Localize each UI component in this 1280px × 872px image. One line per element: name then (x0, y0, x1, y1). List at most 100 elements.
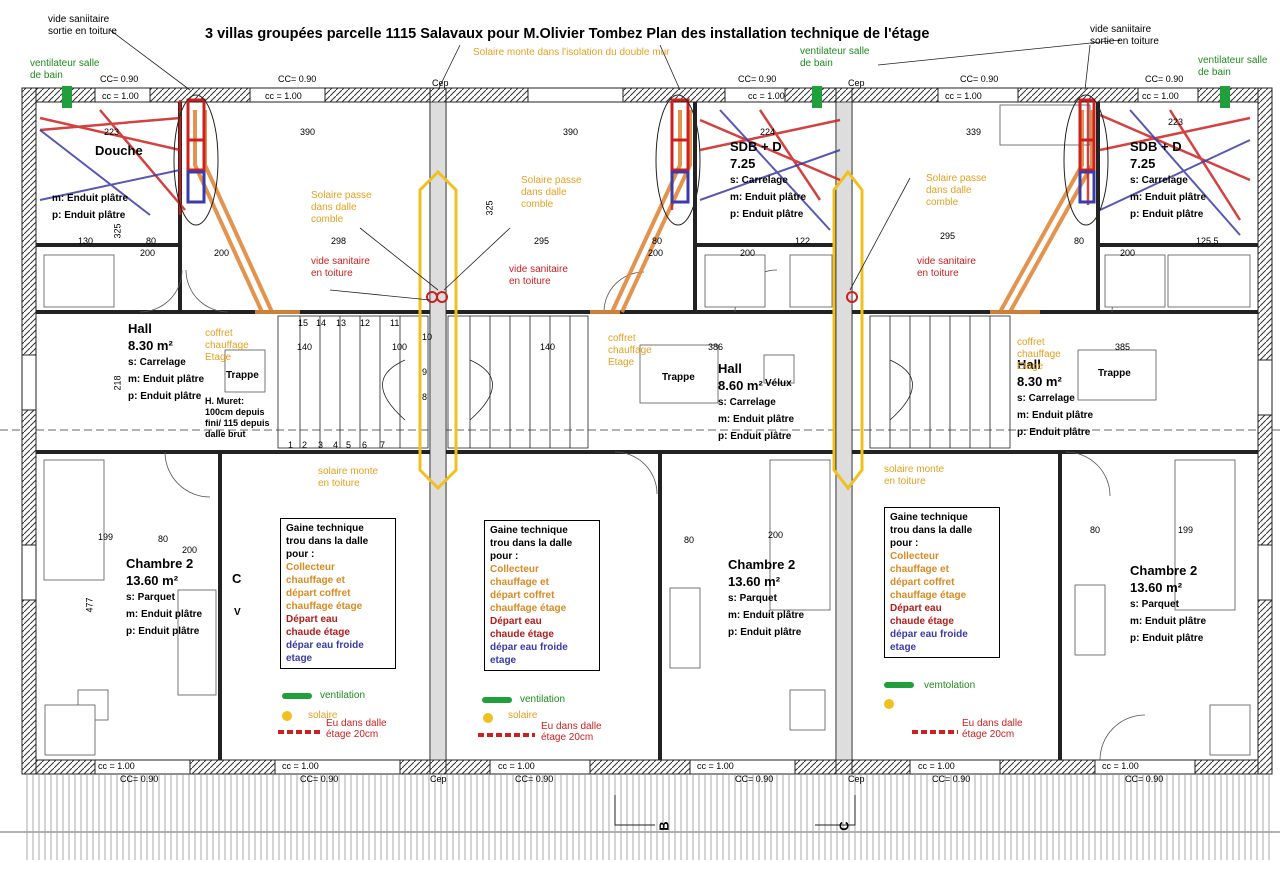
dimension: 80 (1074, 236, 1085, 246)
solaire-monte-note: solaire monte en toiture (318, 466, 379, 489)
cep-label: Cep (848, 78, 865, 88)
legend-eu: Eu dans dalle étage 20cm (326, 718, 387, 740)
trappe-label: Trappe (1098, 368, 1131, 379)
dimension: 199 (98, 532, 114, 542)
internal-walls (36, 102, 1258, 760)
dimension: 80 (1090, 525, 1101, 535)
room-hall-right: Hall 8.30 m² s: Carrelage m: Enduit plât… (1017, 356, 1093, 441)
dimension: 390 (300, 127, 316, 137)
dimension: 122 (795, 236, 811, 246)
shaft-columns (429, 101, 853, 761)
stair-step: 9 (422, 367, 428, 377)
stair-step: 14 (316, 318, 327, 328)
solar-pipes (418, 169, 864, 491)
room-name: Hall (128, 321, 152, 336)
room-area: 7.25 (730, 156, 756, 171)
room-douche: Douche (95, 142, 143, 161)
room-name: Hall (1017, 357, 1041, 372)
dimension: 200 (768, 530, 784, 540)
dimension: 390 (563, 127, 579, 137)
facade-hatch (22, 775, 1272, 860)
muret-note: H. Muret: 100cm depuis fini/ 115 depuis … (205, 396, 270, 439)
gaine-eau-chaude: Départ eau chaude étage (286, 614, 350, 638)
room-detail: p: Enduit plâtre (730, 209, 804, 220)
room-detail: p: Enduit plâtre (1130, 209, 1204, 220)
gaine-collecteur: Collecteur chauffage et départ coffret c… (490, 564, 567, 614)
shaft-ovals (173, 94, 1109, 226)
room-detail: m: Enduit plâtre (718, 414, 795, 425)
window-label: CC= 0.90 (100, 74, 139, 84)
room-name: SDB + D (1130, 139, 1182, 154)
section-b-label: B (656, 821, 672, 831)
stair-step: 5 (346, 440, 352, 450)
dimension: 80 (146, 236, 157, 246)
ventilateur-note-right: ventilateur salle de bain (1198, 55, 1268, 78)
dimension: 325 (484, 200, 495, 216)
trappe-label: Trappe (662, 372, 695, 383)
window-label: CC= 0.90 (1145, 74, 1184, 84)
stair-step: 2 (302, 440, 308, 450)
legend-eu: Eu dans dalle étage 20cm (962, 718, 1023, 740)
dimension: 140 (540, 342, 556, 352)
solaire-dalle-note: Solaire passe dans dalle comble (521, 175, 582, 210)
room-sdb-right: SDB + D 7.25 s: Carrelage m: Enduit plât… (1130, 138, 1206, 223)
windows (21, 87, 1273, 775)
room-detail: s: Carrelage (730, 175, 788, 186)
stair-step: 10 (422, 332, 433, 342)
window-label: cc = 1.00 (98, 761, 135, 771)
room-detail: m: Enduit plâtre (1017, 410, 1094, 421)
partial-room-letter: V (234, 607, 241, 618)
room-area: 8.30 m² (128, 338, 173, 353)
trappe-label: Trappe (226, 370, 259, 381)
pipe-boxes (186, 98, 1096, 204)
stair-step: 1 (288, 440, 294, 450)
cold-water-pipes (39, 109, 1251, 236)
stair-step: 3 (318, 440, 324, 450)
vent-circles (426, 291, 858, 303)
room-douche-details: m: Enduit plâtre p: Enduit plâtre (52, 190, 128, 224)
dimension: 125.5 (1196, 236, 1219, 246)
gaine-collecteur: Collecteur chauffage et départ coffret c… (286, 562, 363, 612)
dimension: 386 (708, 342, 724, 352)
partial-room-letter: C (232, 571, 242, 586)
stair-step: 13 (336, 318, 347, 328)
cep-label: Cep (848, 774, 865, 784)
room-hall-left: Hall 8.30 m² s: Carrelage m: Enduit plât… (128, 320, 204, 405)
window-label: CC= 0.90 (932, 774, 971, 784)
room-detail: p: Enduit plâtre (128, 391, 202, 402)
room-area: 13.60 m² (728, 574, 781, 589)
room-area: 13.60 m² (126, 573, 179, 588)
solaire-double-mur-note: Solaire monte dans l'isolation du double… (473, 47, 670, 58)
window-label: CC= 0.90 (1125, 774, 1164, 784)
dimension: 80 (652, 236, 663, 246)
dimension: 385 (1115, 342, 1131, 352)
room-detail: p: Enduit plâtre (126, 626, 200, 637)
dimension: 200 (648, 248, 664, 258)
stair-step: 7 (380, 440, 386, 450)
room-detail: s: Carrelage (1130, 175, 1188, 186)
solaire-dalle-note: Solaire passe dans dalle comble (926, 173, 987, 208)
legend-solaire: solaire (308, 710, 338, 721)
hot-water-pipes (39, 100, 1251, 221)
room-hall-center: Hall 8.60 m² s: Carrelage m: Enduit plât… (718, 360, 794, 445)
room-detail: p: Enduit plâtre (728, 627, 802, 638)
gaine-technique-box: Gaine technique trou dans la dalle pour … (484, 520, 600, 671)
room-detail: m: Enduit plâtre (1130, 192, 1207, 203)
vide-sanitaire-note-left: vide saniitaire sortie en toiture (48, 14, 117, 37)
cep-label: Cep (430, 774, 447, 784)
room-name: Chambre 2 (728, 557, 796, 572)
room-detail: m: Enduit plâtre (126, 609, 203, 620)
dimension: 325 (112, 223, 123, 239)
dimension: 140 (297, 342, 313, 352)
gaine-eau-froide: dépar eau froide etage (286, 640, 364, 664)
room-area: 8.60 m² (718, 378, 763, 393)
room-area: 13.60 m² (1130, 580, 1183, 595)
ventilateur-note-left: ventilateur salle de bain (30, 58, 100, 81)
room-chambre-left: Chambre 2 13.60 m² s: Parquet m: Enduit … (126, 555, 202, 640)
room-detail: s: Carrelage (1017, 393, 1075, 404)
gaine-head: Gaine technique trou dans la dalle pour … (490, 525, 573, 562)
vide-toiture-note: vide sanitaire en toiture (917, 256, 976, 279)
legend-ventilation: ventilation (520, 694, 566, 705)
stairs (277, 315, 1011, 449)
room-detail: s: Parquet (728, 593, 777, 604)
